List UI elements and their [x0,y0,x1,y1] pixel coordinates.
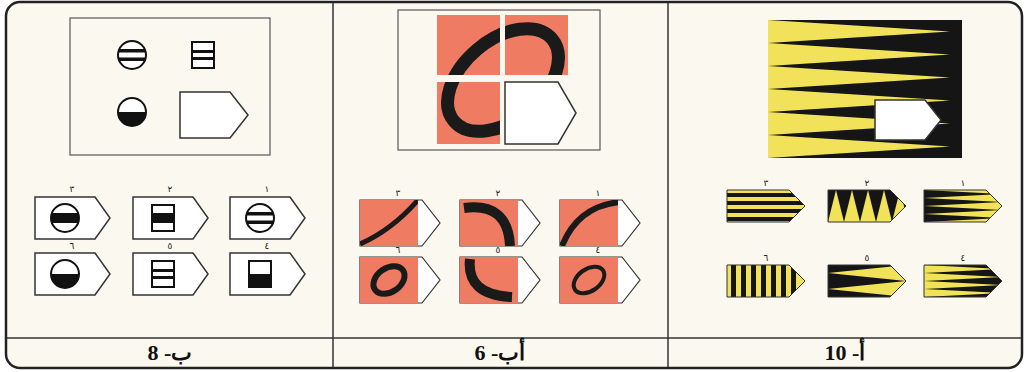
option-number: ٦ [396,245,401,255]
item-caption: أ- 10 [825,340,866,366]
option-number: ٥ [168,241,173,251]
option-number: ٣ [70,184,75,194]
option-number: ١ [265,184,270,194]
option-number: ٢ [168,184,173,194]
option-number: ٦ [764,253,769,263]
option-number: ٣ [396,188,401,198]
option-number: ١ [596,188,601,198]
option-number: ٢ [865,178,870,188]
option-number: ٤ [961,253,966,263]
item-caption: ب- 8 [148,340,193,366]
option-number: ٥ [496,245,501,255]
option-number: ٥ [865,253,870,263]
item-caption: أب- 6 [475,340,526,366]
option-number: ٣ [764,178,769,188]
option-number: ٤ [265,241,270,251]
option-number: ٤ [596,245,601,255]
option-number: ١ [961,178,966,188]
option-number: ٢ [496,188,501,198]
option-number: ٦ [70,241,75,251]
